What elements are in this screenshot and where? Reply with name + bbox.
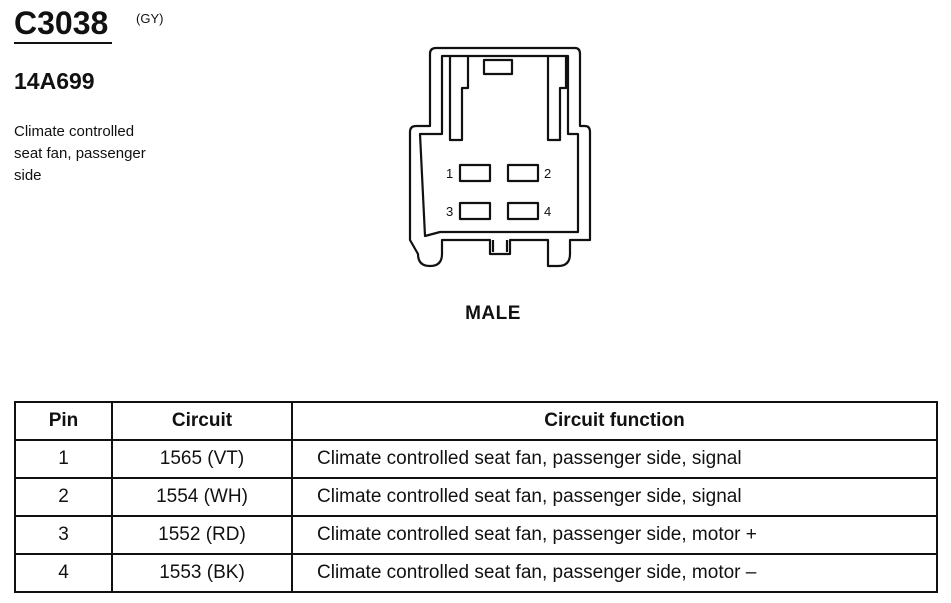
table-row: 4 1553 (BK) Climate controlled seat fan,…	[14, 553, 938, 593]
table-header-row: Pin Circuit Circuit function	[14, 401, 938, 441]
pin-cavity-4	[506, 201, 540, 221]
connector-lower-latch	[491, 240, 509, 252]
connector-channel-right	[546, 56, 568, 142]
circuit-cell: 1554 (WH)	[111, 477, 293, 517]
description-line: side	[14, 167, 42, 184]
pin-cell: 1	[14, 439, 113, 479]
circuit-cell: 1565 (VT)	[111, 439, 293, 479]
function-cell: Climate controlled seat fan, passenger s…	[291, 439, 938, 479]
pin-label-2: 2	[544, 166, 551, 181]
function-cell: Climate controlled seat fan, passenger s…	[291, 477, 938, 517]
pin-cavity-3	[458, 201, 492, 221]
pin-cell: 4	[14, 553, 113, 593]
connector-id: C3038	[14, 4, 113, 44]
pin-cavity-2	[506, 163, 540, 183]
pin-cell: 3	[14, 515, 113, 555]
pin-label-3: 3	[446, 204, 453, 219]
description-line: Climate controlled	[14, 123, 135, 140]
table-row: 2 1554 (WH) Climate controlled seat fan,…	[14, 477, 938, 517]
header-circuit-function: Circuit function	[291, 401, 938, 441]
circuit-cell: 1552 (RD)	[111, 515, 293, 555]
connector-gender-label: MALE	[465, 303, 521, 324]
function-cell: Climate controlled seat fan, passenger s…	[291, 515, 938, 555]
table-row: 3 1552 (RD) Climate controlled seat fan,…	[14, 515, 938, 555]
connector-face-diagram: 1 2 3 4	[408, 46, 592, 268]
pin-table: Pin Circuit Circuit function 1 1565 (VT)…	[14, 401, 938, 593]
connector-description: Climate controlled seat fan, passenger s…	[14, 121, 204, 187]
header-pin: Pin	[14, 401, 113, 441]
description-line: seat fan, passenger	[14, 145, 146, 162]
pin-cell: 2	[14, 477, 113, 517]
connector-channel-left	[448, 56, 470, 142]
connector-latch-tab	[482, 58, 514, 76]
pin-cavity-1	[458, 163, 492, 183]
header-circuit: Circuit	[111, 401, 293, 441]
pin-label-4: 4	[544, 204, 551, 219]
pin-label-1: 1	[446, 166, 453, 181]
connector-inner-outline	[418, 54, 580, 238]
connector-color-code: (GY)	[136, 11, 164, 26]
connector-housing-outline	[408, 46, 592, 268]
circuit-cell: 1553 (BK)	[111, 553, 293, 593]
table-row: 1 1565 (VT) Climate controlled seat fan,…	[14, 439, 938, 479]
function-cell: Climate controlled seat fan, passenger s…	[291, 553, 938, 593]
part-number: 14A699	[14, 68, 95, 94]
